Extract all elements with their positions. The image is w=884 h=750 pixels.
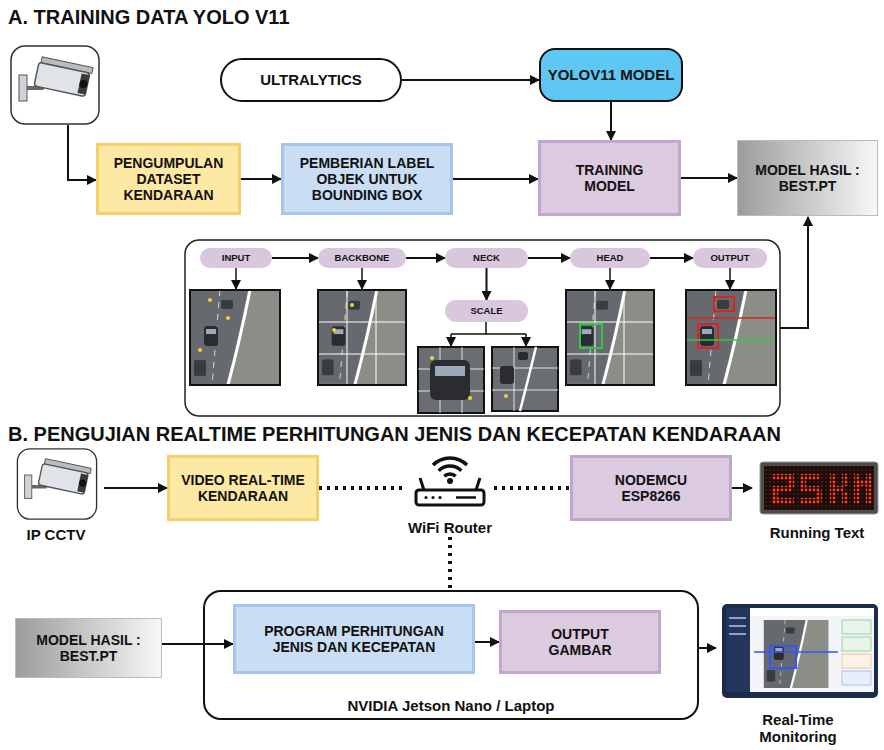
led-display-icon	[760, 462, 878, 514]
box-label: MODEL HASIL : BEST.PT	[30, 632, 148, 664]
wireless-link	[448, 537, 452, 590]
box-label: MODEL HASIL : BEST.PT	[749, 162, 867, 194]
source-box: ULTRALYTICS	[220, 58, 402, 102]
input-image	[190, 290, 280, 385]
output-image	[686, 290, 776, 385]
stage-arrow	[450, 340, 452, 346]
process-box: PROGRAM PERHITUNGAN JENIS DAN KECEPATAN	[233, 604, 475, 674]
stage-pill: BACKBONE	[318, 248, 406, 268]
device-box: NODEMCU ESP8266	[570, 455, 732, 521]
box-label: VIDEO REAL-TIME KENDARAAN	[174, 472, 312, 504]
box-label: HEAD	[597, 253, 624, 264]
stage-arrow	[361, 268, 363, 289]
camera-node: IP CCTV	[8, 446, 104, 544]
box-label: SCALE	[470, 306, 502, 317]
flow-arrow	[406, 257, 445, 259]
flow-arrow	[650, 257, 693, 259]
box-label: PEMBERIAN LABEL OBJEK UNTUK BOUNDING BOX	[288, 155, 446, 203]
flow-arrow	[272, 257, 318, 259]
box-label: NECK	[473, 253, 500, 264]
flow-arrow	[528, 257, 570, 259]
flow-arrow	[453, 178, 538, 180]
box-label: IP CCTV	[27, 526, 86, 543]
monitor-icon	[722, 604, 878, 698]
process-box: PEMBERIAN LABEL OBJEK UNTUK BOUNDING BOX	[281, 143, 453, 215]
process-box: TRAINING MODEL	[538, 140, 681, 216]
cctv-camera-icon	[11, 46, 99, 124]
box-label: INPUT	[222, 253, 251, 264]
result-box: MODEL HASIL : BEST.PT	[737, 140, 878, 216]
flow-arrow	[241, 178, 281, 180]
router-node: WiFi Router	[406, 455, 494, 537]
section-heading: A. TRAINING DATA YOLO V11	[8, 6, 290, 28]
stage-pill: INPUT	[200, 248, 272, 268]
flow-arrow	[732, 487, 752, 489]
display-node: Running Text	[752, 458, 882, 542]
box-label: OUTPUT GAMBAR	[535, 626, 625, 658]
flow-arrow	[486, 268, 488, 300]
flow-arrow	[610, 102, 612, 140]
stage-arrow	[235, 268, 237, 289]
process-box: OUTPUT GAMBAR	[499, 610, 661, 674]
box-label: OUTPUT	[710, 253, 749, 264]
flow-arrow	[699, 647, 716, 649]
flow-arrow	[162, 643, 233, 645]
flow-arrow	[402, 79, 539, 81]
scale-image	[492, 347, 558, 411]
box-label: ULTRALYTICS	[260, 71, 362, 88]
stage-pill: HEAD	[570, 248, 650, 268]
flow-line	[780, 217, 808, 328]
stage-arrow	[525, 340, 527, 346]
stage-arrow	[729, 268, 731, 289]
flow-arrow	[104, 487, 167, 489]
scale-image	[418, 347, 484, 413]
router-icon	[416, 458, 484, 505]
process-box: VIDEO REAL-TIME KENDARAAN	[167, 455, 319, 521]
flow-arrow	[475, 641, 499, 643]
flow-line	[68, 125, 96, 180]
result-box: MODEL HASIL : BEST.PT	[15, 618, 162, 678]
box-label: NODEMCU ESP8266	[601, 472, 701, 504]
wireless-link	[319, 486, 406, 490]
flow-arrow	[681, 177, 737, 179]
monitor-node: Real-Time Monitoring	[716, 600, 880, 746]
head-image	[566, 290, 654, 385]
box-label: TRAINING MODEL	[560, 162, 660, 194]
section-heading: B. PENGUJIAN REALTIME PERHITUNGAN JENIS …	[8, 423, 781, 445]
wireless-link	[494, 486, 570, 490]
scale-split	[451, 322, 526, 346]
model-box: YOLOV11 MODEL	[539, 48, 683, 102]
backbone-image	[318, 290, 406, 385]
box-label: NVIDIA Jetson Nano / Laptop	[348, 697, 555, 714]
cctv-camera-icon	[17, 449, 96, 519]
box-label: WiFi Router	[408, 519, 492, 536]
stage-arrow	[609, 268, 611, 289]
box-label: YOLOV11 MODEL	[548, 66, 675, 83]
process-box: PENGUMPULAN DATASET KENDARAAN	[96, 143, 241, 215]
architecture-panel	[185, 240, 780, 416]
stage-pill: SCALE	[445, 300, 528, 322]
box-label: PENGUMPULAN DATASET KENDARAAN	[103, 155, 234, 203]
box-label: BACKBONE	[335, 253, 390, 264]
box-label: Real-Time Monitoring	[743, 711, 853, 746]
stage-pill: NECK	[445, 248, 528, 268]
stage-pill: OUTPUT	[693, 248, 767, 268]
box-label: PROGRAM PERHITUNGAN JENIS DAN KECEPATAN	[247, 623, 462, 655]
device-frame: NVIDIA Jetson Nano / Laptop PROGRAM PERHI…	[203, 590, 699, 720]
box-label: Running Text	[770, 524, 865, 541]
